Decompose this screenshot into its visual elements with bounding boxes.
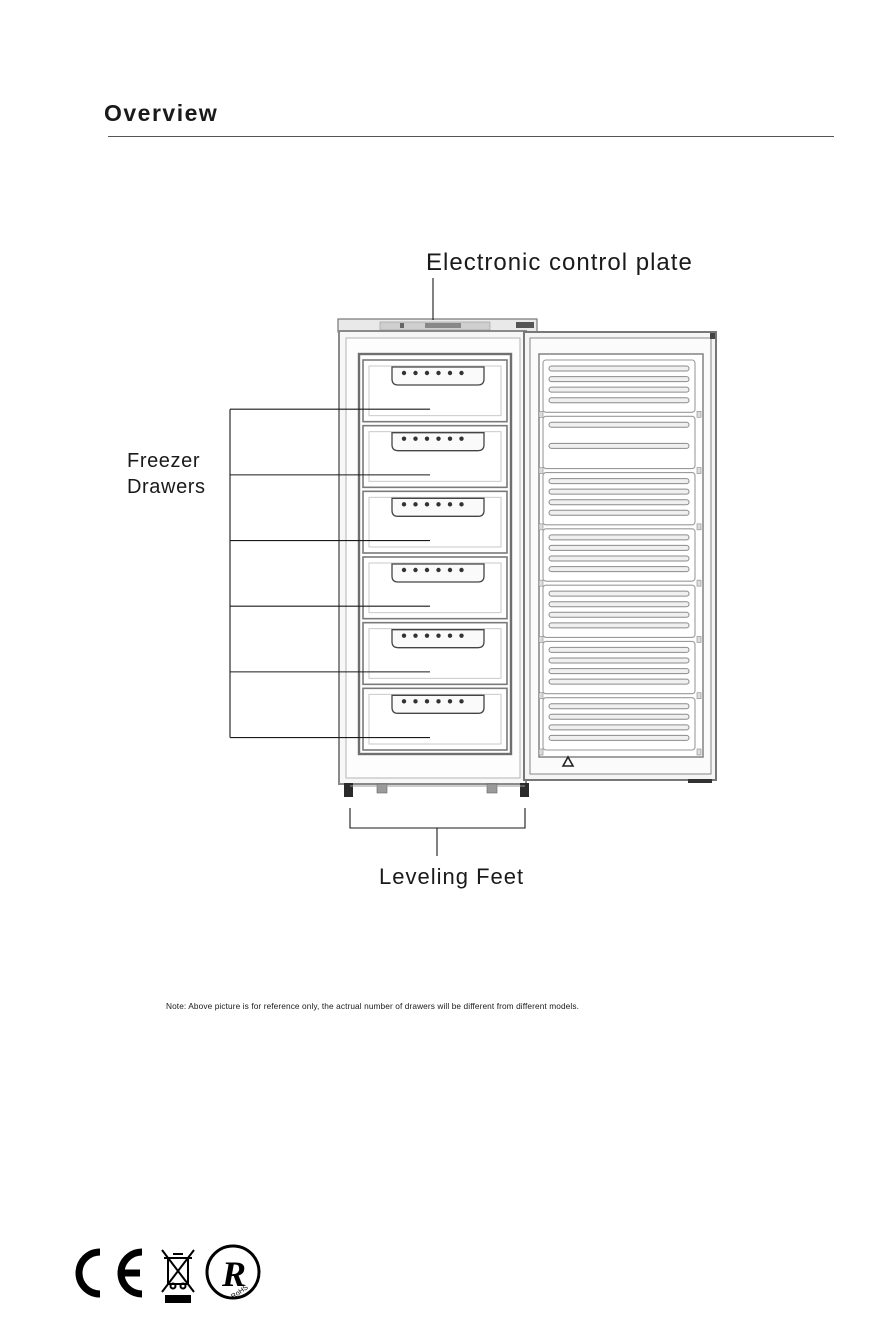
rohs-mark-icon: R RoHS — [207, 1246, 259, 1301]
ce-mark-icon — [79, 1252, 142, 1294]
drawer — [363, 360, 507, 422]
door-shelf — [539, 473, 701, 530]
door-shelf — [539, 360, 701, 417]
door-shelf — [539, 698, 701, 755]
door-shelf — [539, 641, 701, 698]
drawer — [363, 688, 507, 750]
drawer — [363, 426, 507, 488]
certification-marks: R RoHS — [60, 1240, 280, 1310]
drawer — [363, 557, 507, 619]
drawer — [363, 623, 507, 685]
door-shelf — [539, 585, 701, 642]
drawer — [363, 491, 507, 553]
door-shelf — [539, 416, 701, 473]
door-shelf — [539, 529, 701, 586]
weee-crossed-bin-icon — [162, 1250, 194, 1302]
reference-note: Note: Above picture is for reference onl… — [166, 1001, 579, 1011]
leveling-feet — [344, 783, 529, 797]
